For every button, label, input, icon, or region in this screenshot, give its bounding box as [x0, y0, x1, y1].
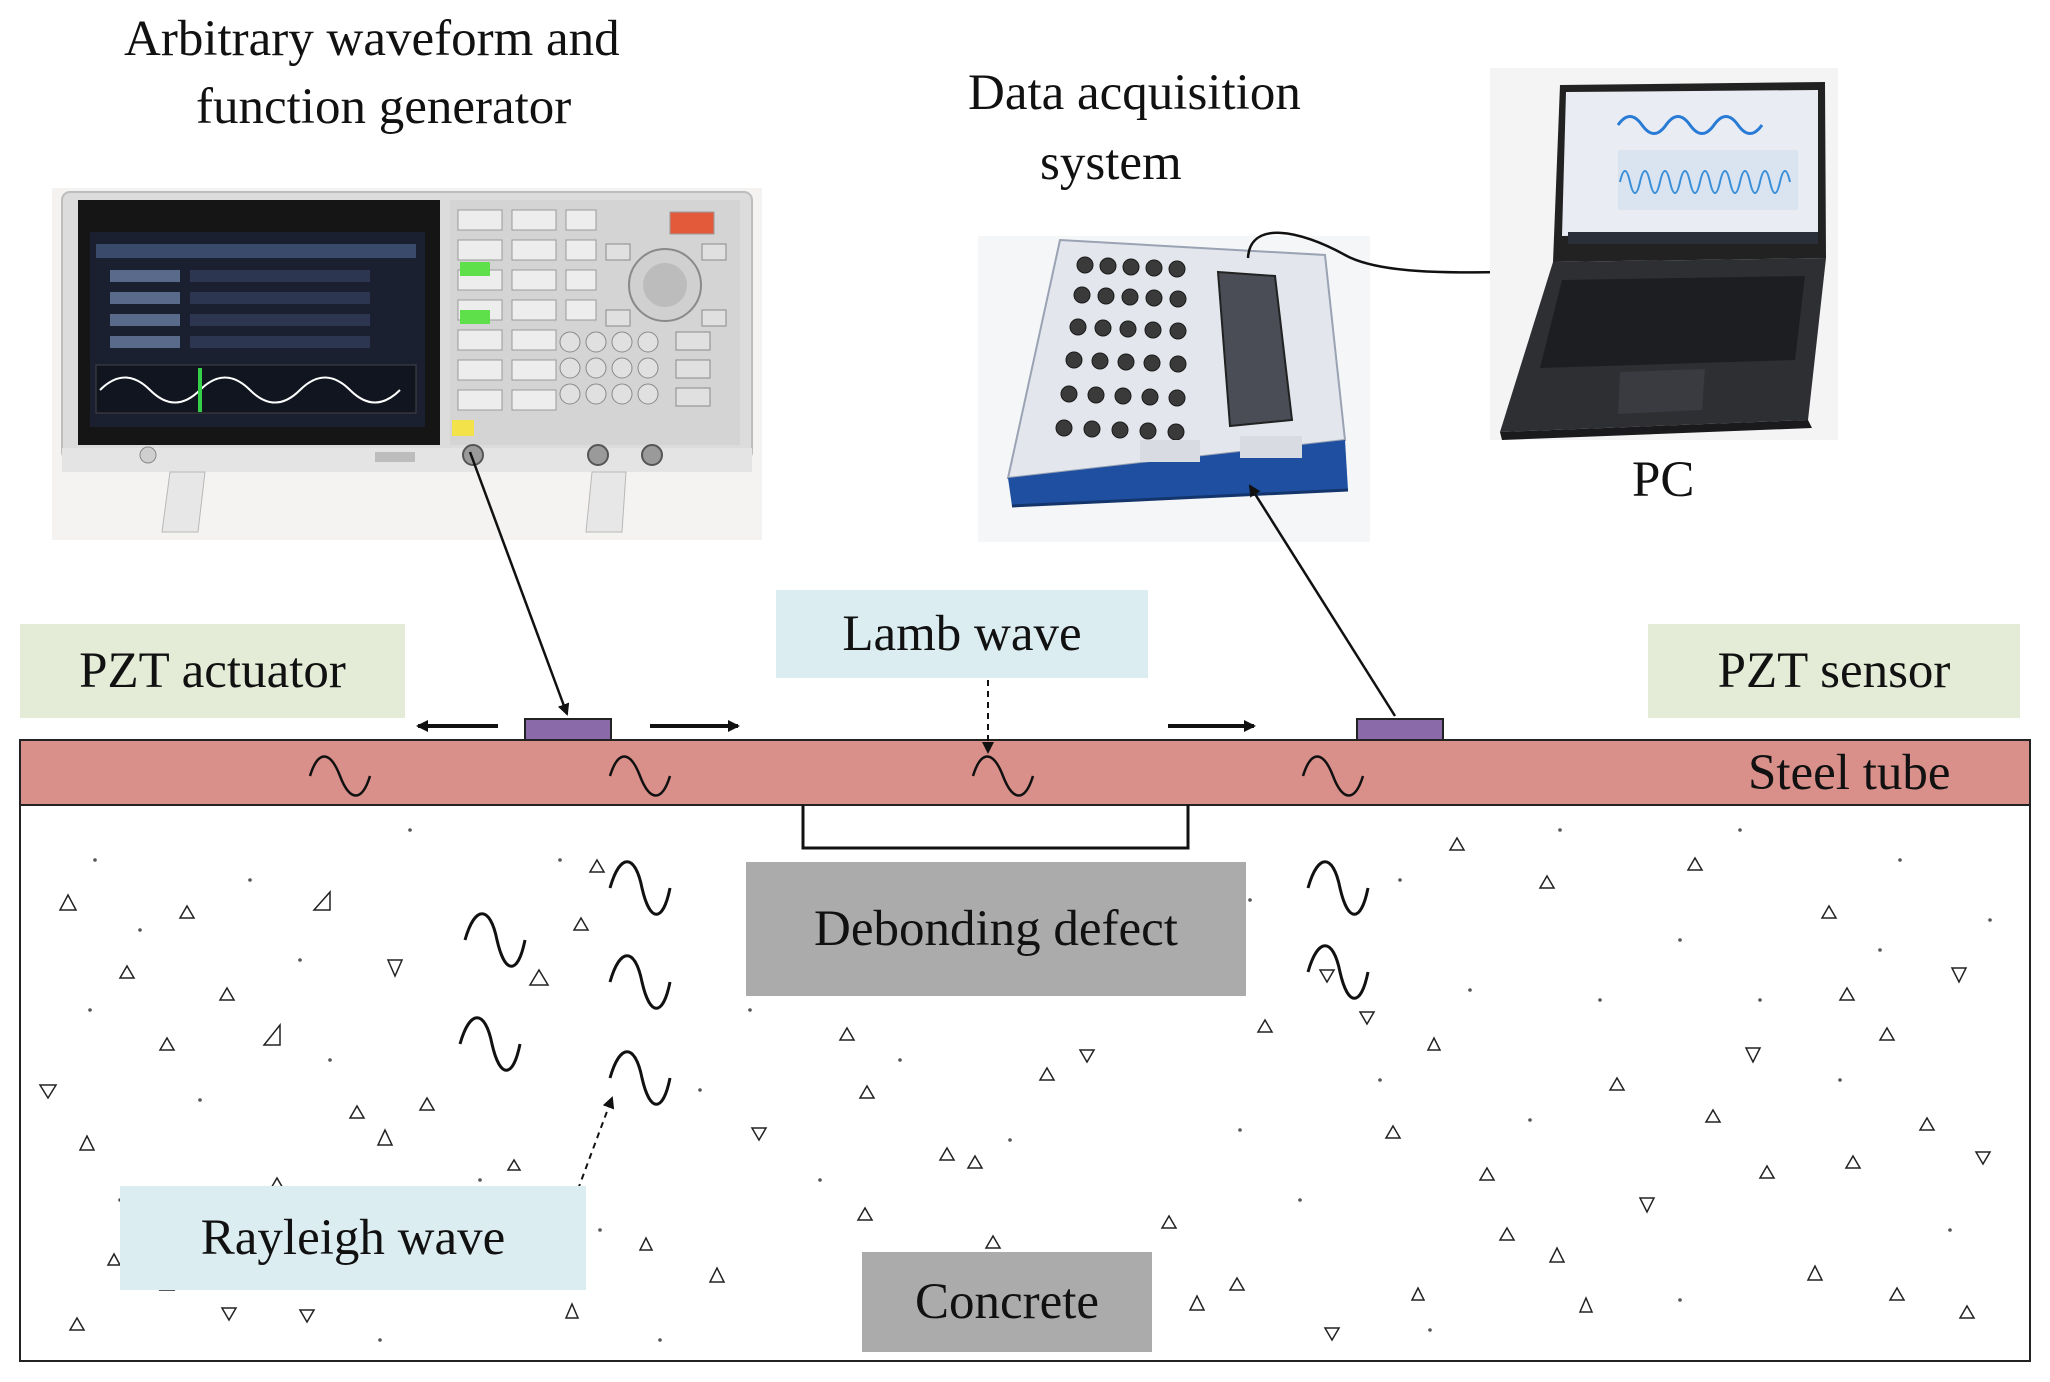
tube-waves [308, 755, 1365, 797]
sensor-to-daq-arrow [1248, 484, 1397, 717]
lamb-wave-label-box: Lamb wave [776, 590, 1148, 678]
data-acquisition-device [978, 231, 1546, 542]
concrete-label-box: Concrete [862, 1252, 1152, 1352]
pc-laptop-device [1490, 68, 1838, 440]
debonding-defect-label: Debonding defect [814, 900, 1178, 957]
pzt-sensor-label-box: PZT sensor [1648, 624, 2020, 718]
function-generator-device [52, 188, 762, 540]
rayleigh-wave-pointer [573, 1096, 615, 1201]
generator-title-line1: Arbitrary waveform and [124, 11, 620, 67]
pzt-sensor-patch [1356, 718, 1444, 741]
pc-label: PC [1632, 452, 1695, 508]
steel-tube [19, 739, 2031, 806]
pzt-actuator-label-box: PZT actuator [20, 624, 405, 718]
daq-title-line1: Data acquisition [968, 65, 1301, 121]
generator-title-line2: function generator [196, 79, 572, 135]
steel-tube-label: Steel tube [1748, 745, 1951, 801]
rayleigh-wave-label-box: Rayleigh wave [120, 1186, 586, 1290]
rayleigh-wave-label: Rayleigh wave [200, 1209, 506, 1266]
lamb-wave-label: Lamb wave [842, 605, 1082, 662]
concrete-waves [458, 860, 1370, 1106]
pzt-sensor-label: PZT sensor [1717, 642, 1951, 699]
generator-to-actuator-arrow [468, 451, 570, 716]
pzt-actuator-label: PZT actuator [79, 642, 346, 699]
debonding-defect-label-box: Debonding defect [746, 862, 1246, 996]
concrete-label: Concrete [914, 1273, 1100, 1330]
debonding-gap-outline [801, 805, 1190, 850]
daq-title-line2: system [1040, 135, 1182, 191]
concrete-aggregate [38, 836, 1992, 1342]
pzt-actuator-patch [524, 718, 612, 741]
